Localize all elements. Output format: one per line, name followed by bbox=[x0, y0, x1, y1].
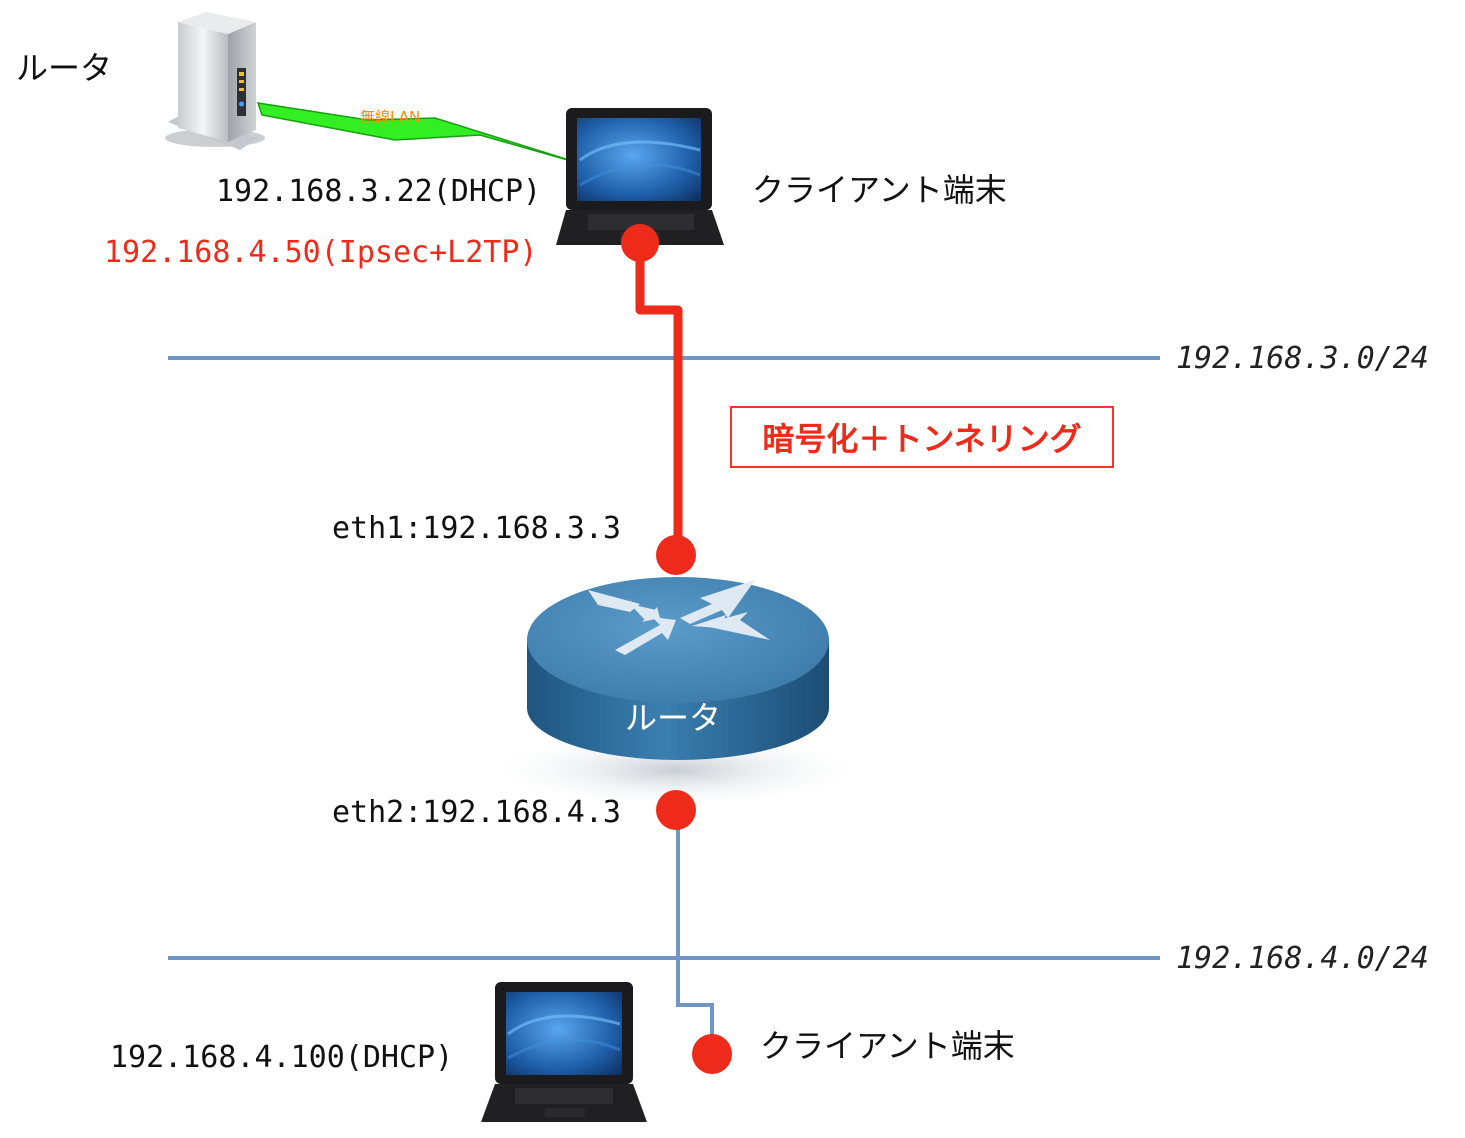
eth2-endpoint-dot bbox=[656, 790, 696, 830]
tunnel-path bbox=[635, 243, 683, 555]
link-eth2-to-client2 bbox=[676, 812, 714, 1052]
wireless-lan-label: 無線LAN bbox=[360, 108, 421, 126]
client2-name-label: クライアント端末 bbox=[760, 1027, 1015, 1065]
client1-vpn-ip-label: 192.168.4.50(Ipsec+L2TP) bbox=[104, 235, 538, 270]
laptop-icon bbox=[481, 982, 647, 1122]
client1-name-label: クライアント端末 bbox=[752, 171, 1007, 209]
client1-ip-label: 192.168.3.22(DHCP) bbox=[216, 174, 542, 209]
router-label: ルータ bbox=[625, 699, 722, 737]
router-icon bbox=[481, 577, 871, 810]
client2-ip-label: 192.168.4.100(DHCP) bbox=[110, 1040, 454, 1075]
tunnel-label-box: 暗号化＋トンネリング bbox=[730, 406, 1114, 468]
wireless-router-icon bbox=[165, 12, 265, 150]
tunnel-label: 暗号化＋トンネリング bbox=[762, 420, 1082, 458]
eth1-label: eth1:192.168.3.3 bbox=[332, 511, 621, 546]
wireless-link bbox=[256, 102, 586, 166]
laptop-icon bbox=[556, 108, 724, 245]
network-192-168-3-0-label: 192.168.3.0/24 bbox=[1176, 341, 1429, 376]
top-router-label: ルータ bbox=[16, 49, 113, 87]
eth2-label: eth2:192.168.4.3 bbox=[332, 795, 621, 830]
client2-endpoint-dot bbox=[692, 1034, 732, 1074]
client1-endpoint-dot bbox=[621, 224, 659, 262]
network-192-168-4-0-label: 192.168.4.0/24 bbox=[1176, 941, 1429, 976]
eth1-endpoint-dot bbox=[656, 535, 696, 575]
